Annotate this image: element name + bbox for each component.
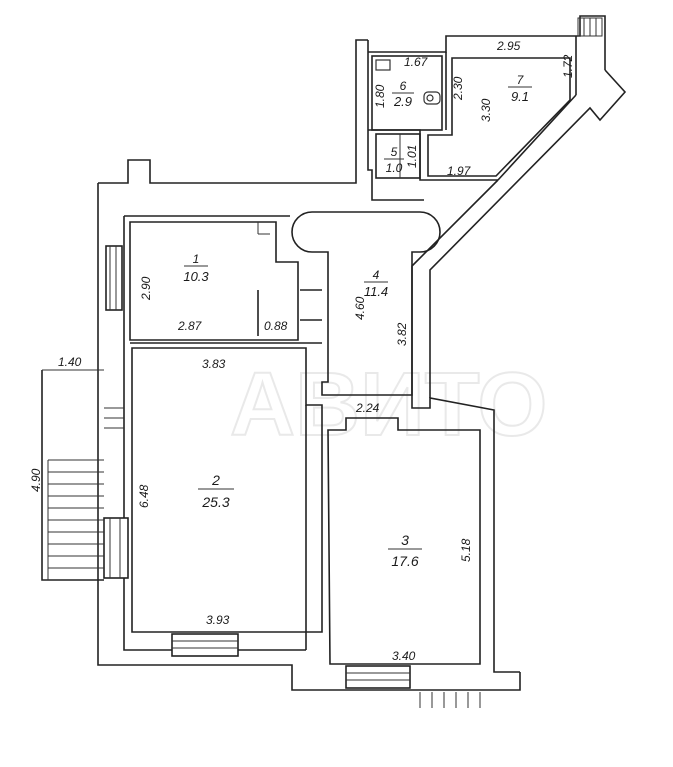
dim-label: 3.82 (395, 322, 409, 346)
dimension-labels: 2.95 1.72 1.67 1.80 2.30 3.30 1.01 1.97 … (29, 39, 575, 663)
outer-walls (97, 15, 627, 691)
room-2-area: 25.3 (201, 494, 229, 510)
dim-label: 3.40 (392, 649, 416, 663)
watermark: АВИТО (230, 355, 547, 455)
room-5-number: 5 (391, 145, 398, 159)
room-3-number: 3 (401, 532, 409, 548)
room-6 (371, 55, 443, 131)
room-7-number: 7 (517, 73, 525, 87)
dim-label: 3.83 (202, 357, 226, 371)
dim-label: 3.30 (479, 98, 493, 122)
room-1 (129, 221, 322, 344)
room-3-area: 17.6 (391, 553, 418, 569)
room-4 (291, 211, 441, 396)
room-6-area: 2.9 (393, 94, 412, 109)
dim-label: 0.88 (264, 319, 288, 333)
toilet-icon (423, 91, 441, 105)
dim-label: 1.80 (373, 84, 387, 108)
room-5-area: 1.0 (386, 161, 403, 175)
dim-label: 1.67 (404, 55, 429, 69)
room-7-area: 9.1 (511, 89, 529, 104)
dim-label: 2.87 (177, 319, 203, 333)
dim-label: 2.90 (139, 276, 153, 301)
room-5 (375, 133, 421, 179)
dim-label: 2.24 (355, 401, 380, 415)
room-3 (327, 417, 481, 665)
dim-label: 1.01 (405, 145, 419, 168)
entrance-stairs (41, 369, 124, 581)
dim-label: 2.95 (496, 39, 521, 53)
dim-label: 2.30 (451, 76, 465, 101)
sink-icon (375, 59, 391, 71)
room-4-area: 11.4 (364, 284, 388, 299)
room-7 (427, 17, 603, 177)
dim-label: 1.72 (561, 54, 575, 78)
room-4-number: 4 (373, 268, 380, 282)
dim-label: 1.97 (447, 164, 472, 178)
room-2-number: 2 (211, 472, 220, 488)
dim-label: 4.90 (29, 468, 43, 492)
dim-label: 3.93 (206, 613, 230, 627)
room-1-number: 1 (193, 252, 200, 266)
dim-label: 4.60 (353, 296, 367, 320)
dim-label: 5.18 (459, 538, 473, 562)
windows (103, 245, 481, 708)
room-6-number: 6 (400, 79, 407, 93)
room-labels: 1 10.3 2 25.3 3 17.6 4 11.4 5 1.0 6 2.9 … (183, 73, 532, 569)
dim-label: 1.40 (58, 355, 82, 369)
dim-label: 6.48 (137, 484, 151, 508)
room-2 (131, 347, 323, 650)
room-1-area: 10.3 (183, 269, 209, 284)
